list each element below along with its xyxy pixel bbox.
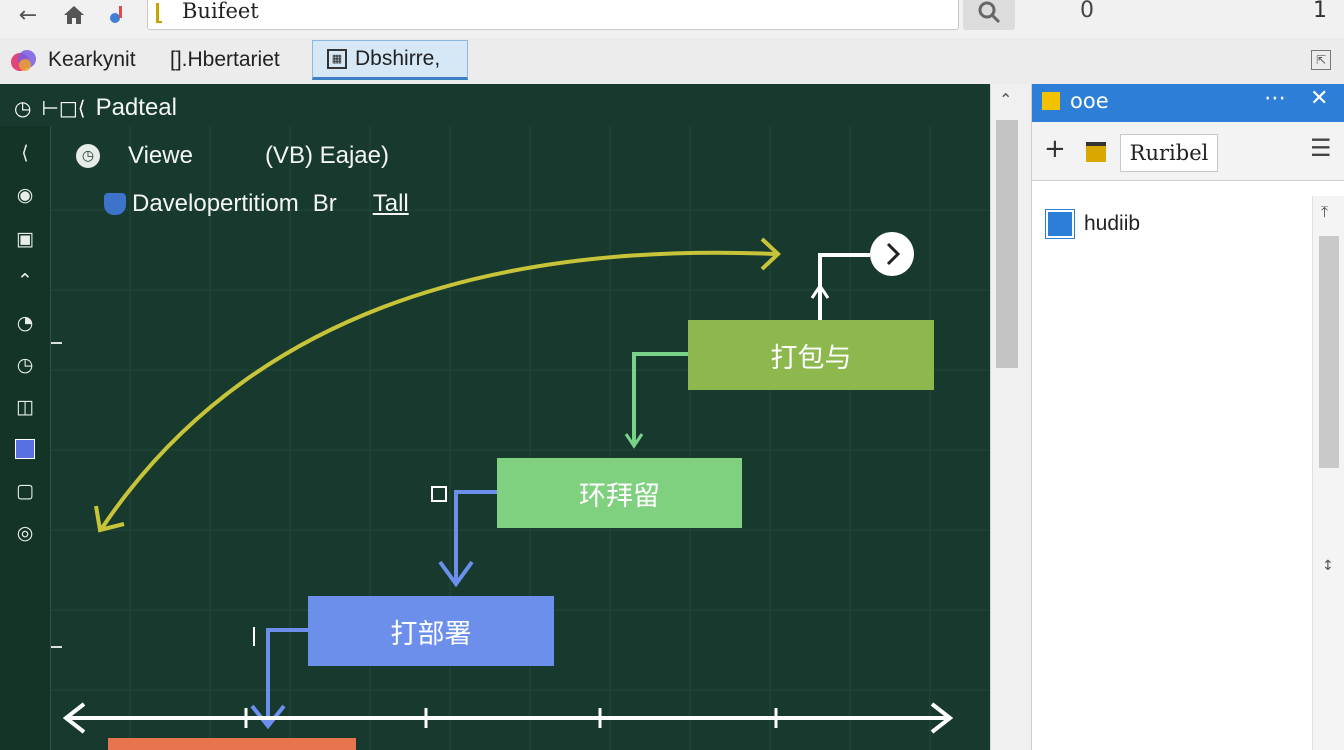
info-row-1: ◷ Viewe (VB) Eajae) — [76, 142, 389, 170]
speed-icon: ◷ — [76, 144, 100, 168]
hamburger-icon[interactable]: ☰ — [1310, 134, 1332, 162]
tab-strip: Kearkynit [].Hbertariet ▦ Dbshirre, ⇱ — [0, 38, 1344, 85]
scroll-thumb[interactable] — [996, 120, 1018, 368]
timer-icon[interactable]: ◷ — [16, 354, 34, 376]
bottom-node-bar — [108, 738, 356, 750]
grid-icon: ▦ — [327, 49, 347, 69]
music-app-icon[interactable] — [104, 0, 132, 30]
top-toolbar: ← Buifeet 0 1 — [0, 0, 1344, 39]
arc-arrowhead-right — [760, 237, 781, 271]
tab-hbertariet[interactable]: [].Hbertariet — [170, 38, 280, 82]
connector-blue-bottom-arrowhead — [250, 704, 286, 730]
folder-add-icon[interactable] — [1086, 142, 1106, 162]
node-label: 打部署 — [390, 618, 472, 650]
connector-green — [632, 352, 688, 444]
panel-title: ooe — [1070, 89, 1109, 113]
tree-item-label: hudiib — [1084, 212, 1141, 235]
chevron-right-icon — [886, 242, 901, 266]
left-rail: ⟨ ◉ ▣ ⌃ ◔ ◷ ◫ ▢ ◎ — [0, 126, 51, 750]
info-row-2: Davelopertitiom Br Tall — [104, 190, 409, 218]
scroll-resize-icon[interactable]: ↕ — [1322, 558, 1334, 574]
row-mid: Br — [312, 190, 337, 217]
arrow-left-icon[interactable]: ← — [18, 2, 38, 28]
panel-scrollbar[interactable]: ⤒ ↕ — [1312, 196, 1344, 750]
node-label: 环拜留 — [579, 480, 660, 512]
search-icon — [978, 1, 1001, 24]
row-value: (VB) Eajae) — [264, 142, 389, 169]
counter-right: 1 — [1313, 0, 1327, 23]
arc-arrow — [100, 250, 777, 530]
connector-green-arrowhead — [624, 433, 644, 449]
connector-blue — [454, 490, 497, 582]
grid-lines — [50, 126, 990, 750]
square-play-icon[interactable]: ▢ — [16, 480, 34, 502]
panel-toolbar: + Ruribel ☰ — [1032, 122, 1344, 181]
button-label: Ruribel — [1129, 141, 1209, 165]
timeline-arrow-left — [62, 702, 86, 734]
search-button[interactable] — [963, 0, 1015, 30]
gamepad-icon[interactable]: ◔ — [16, 312, 34, 334]
panel-action-button[interactable]: Ruribel — [1120, 134, 1218, 172]
tab-label: [].Hbertariet — [170, 48, 280, 71]
collapse-icon[interactable]: ⟨ — [21, 142, 29, 164]
bookmark-icon — [156, 3, 162, 23]
connector-to-next — [818, 253, 870, 320]
main-scrollbar[interactable]: ⌃ — [990, 84, 1031, 750]
tab-label: Kearkynit — [48, 48, 136, 71]
ruler-icon: ⊢□⟨ — [41, 96, 86, 120]
plus-icon[interactable]: + — [1044, 134, 1066, 164]
close-icon[interactable]: ✕ — [1310, 86, 1329, 111]
more-horizontal-icon[interactable]: ⋯ — [1264, 86, 1286, 111]
row-label: Davelopertitiom — [132, 190, 299, 217]
diagram-board: ◷ ⊢□⟨ Padteal ⟨ ◉ ▣ ⌃ ◔ ◷ ◫ ▢ ◎ ◷ Viewe … — [0, 84, 990, 750]
connector-blue-arrowhead — [438, 560, 474, 588]
side-panel: ooe ⋯ ✕ + Ruribel ☰ hudiib ⤒ ↕ — [1031, 84, 1344, 750]
arc-arrowhead-left — [94, 505, 125, 533]
process-node-deploy[interactable]: 打部署 — [308, 596, 554, 666]
process-node-package[interactable]: 打包与 — [688, 320, 934, 390]
clock-icon: ◷ — [14, 96, 32, 120]
row-tail-link[interactable]: Tall — [372, 190, 409, 217]
file-icon — [1046, 210, 1074, 238]
app-logo-icon — [11, 50, 36, 71]
tab-kearkynit[interactable]: Kearkynit — [10, 38, 136, 82]
image-icon[interactable] — [0, 432, 50, 466]
restore-window-button[interactable]: ⇱ — [1311, 50, 1331, 70]
target-icon[interactable]: ◎ — [16, 522, 34, 544]
address-bar[interactable]: Buifeet — [147, 0, 959, 30]
board-title: Padteal — [95, 94, 177, 121]
process-node-environment[interactable]: 环拜留 — [497, 458, 742, 528]
diagram-canvas — [40, 126, 990, 750]
node-label: 打包与 — [770, 342, 852, 374]
timeline-ticks — [244, 708, 778, 728]
anchor-marker — [431, 486, 447, 502]
frame-icon[interactable]: ▣ — [16, 228, 34, 250]
connector-blue-bottom — [266, 628, 308, 724]
scroll-top-icon[interactable]: ⤒ — [1321, 202, 1329, 221]
connector-arrowhead — [810, 283, 830, 299]
timeline-arrow-right — [930, 702, 954, 734]
tab-label: Dbshirre, — [355, 47, 441, 70]
board-header: ◷ ⊢□⟨ Padteal — [14, 94, 177, 122]
panel-header: ooe ⋯ ✕ — [1032, 84, 1344, 122]
counter-left: 0 — [1080, 0, 1094, 23]
next-circle-button — [870, 232, 914, 276]
row-label: Viewe — [128, 142, 193, 169]
scroll-up-icon[interactable]: ⌃ — [999, 90, 1013, 109]
camera-icon[interactable]: ◉ — [16, 184, 34, 206]
layout-icon[interactable]: ◫ — [16, 396, 34, 418]
home-icon[interactable] — [60, 0, 88, 30]
folder-icon — [1042, 92, 1060, 110]
tree-item[interactable]: hudiib — [1046, 210, 1140, 238]
up-chevron-icon[interactable]: ⌃ — [17, 270, 33, 292]
tab-dbshirre[interactable]: ▦ Dbshirre, — [312, 40, 468, 80]
panel-scroll-thumb[interactable] — [1319, 236, 1339, 468]
shield-icon — [104, 193, 126, 215]
address-input[interactable]: Buifeet — [182, 0, 259, 23]
